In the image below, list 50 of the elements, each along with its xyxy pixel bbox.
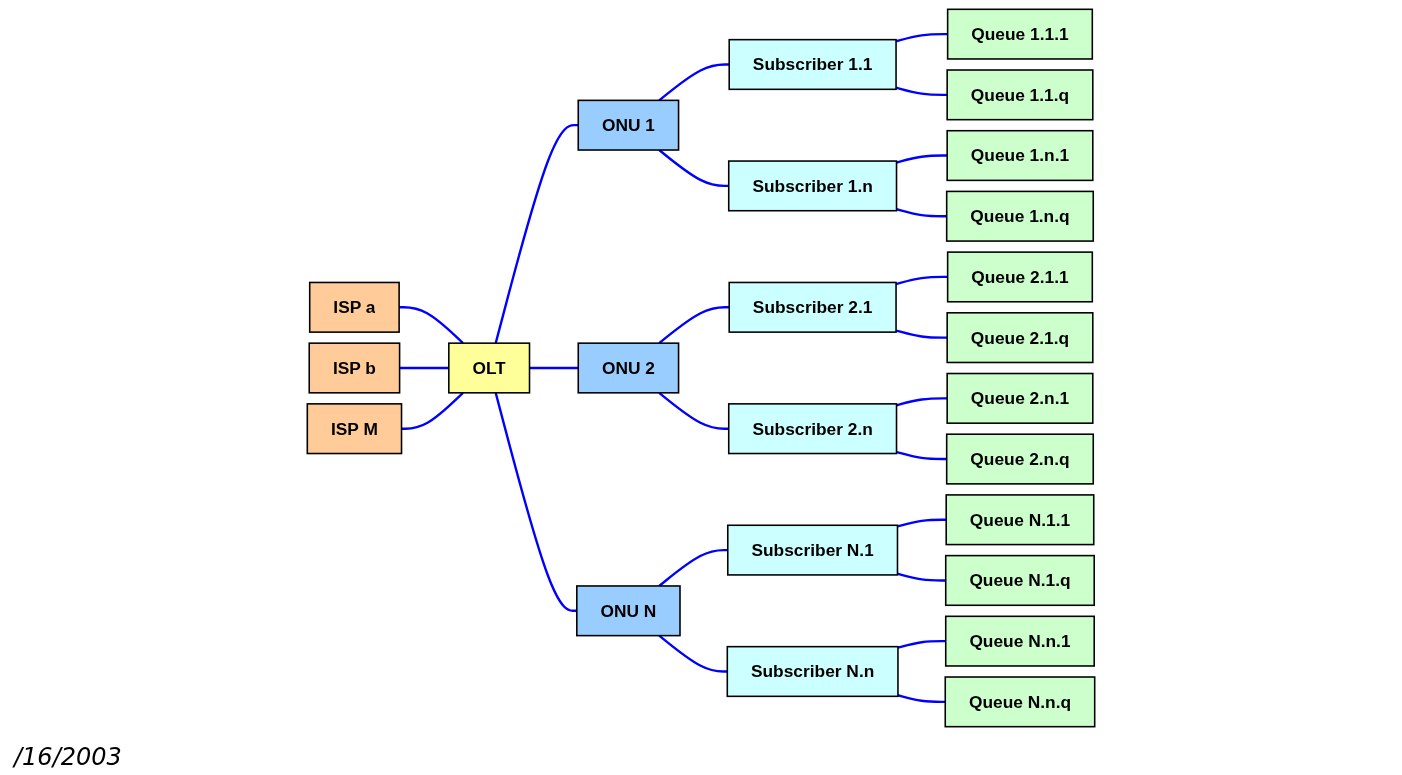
node-box: Queue 1.n.q [945, 190, 1095, 242]
connector [896, 153, 948, 164]
node-box: Queue 1.1.q [946, 68, 1094, 120]
connector [494, 392, 577, 612]
connector [895, 328, 948, 339]
connector [399, 366, 449, 369]
node-box: Queue N.1.1 [945, 493, 1095, 545]
node-box: Queue 2.n.1 [946, 372, 1094, 424]
connector [399, 305, 464, 344]
node-box: ISP M [306, 402, 403, 454]
connector [658, 391, 729, 430]
connector [895, 32, 948, 42]
connector [895, 86, 948, 96]
connector [658, 548, 728, 587]
node-box: ONU 1 [577, 99, 680, 151]
connector [897, 639, 946, 649]
date-text: /16/2003 [11, 743, 123, 771]
node-box: Queue N.1.q [944, 554, 1095, 606]
node-box: OLT [448, 341, 531, 394]
node-box: Subscriber 2.n [727, 402, 898, 454]
connector [896, 396, 948, 406]
node-box: Queue N.n.q [944, 675, 1096, 727]
node-box: Queue 1.1.1 [946, 8, 1094, 60]
node-box: ONU N [576, 584, 681, 636]
node-box: Subscriber N.1 [727, 523, 899, 576]
node-box: ISP a [308, 281, 400, 333]
node-box: ONU 2 [577, 341, 680, 394]
node-box: Queue N.n.1 [944, 615, 1095, 667]
connector [658, 634, 728, 673]
node-box: Subscriber 1.1 [728, 38, 897, 90]
node-box: Subscriber 1.n [727, 159, 898, 211]
node-box: ISP b [308, 341, 401, 394]
connector [658, 305, 730, 344]
connector [895, 275, 948, 285]
connector [658, 148, 729, 187]
node-box: Queue 1.n.1 [946, 129, 1094, 181]
node-box: Queue 2.1.q [946, 311, 1094, 363]
connector [401, 391, 464, 430]
connector [494, 123, 579, 343]
connector [897, 693, 946, 703]
connector [897, 572, 946, 582]
connector [658, 62, 730, 101]
node-box: Subscriber N.n [726, 645, 899, 697]
node-box: Subscriber 2.1 [728, 281, 897, 333]
node-box: Queue 2.n.q [945, 432, 1095, 485]
connector [896, 207, 947, 217]
connector [897, 518, 947, 528]
node-box: Queue 2.1.1 [946, 250, 1094, 303]
connector [896, 450, 947, 460]
connector [529, 366, 579, 369]
